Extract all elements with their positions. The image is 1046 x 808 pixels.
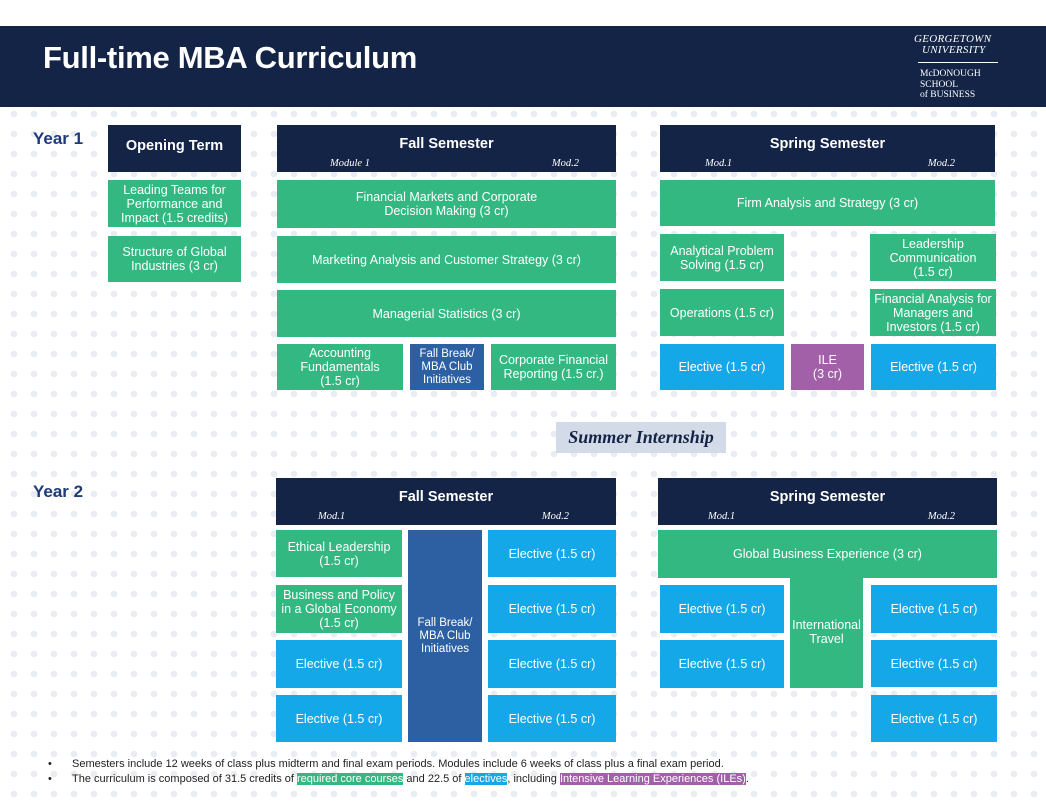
footnotes: Semesters include 12 weeks of class plus…: [48, 757, 749, 787]
footnote-2-mid2: , including: [507, 773, 560, 785]
y2-fall-m2-elective-2: Elective (1.5 cr): [488, 585, 616, 633]
legend-ile: Intensive Learning Experiences (ILEs): [559, 773, 746, 785]
y1-fall-title: Fall Semester: [399, 136, 494, 152]
course-analytical-problem: Analytical Problem Solving (1.5 cr): [660, 234, 784, 281]
course-financial-analysis: Financial Analysis for Managers and Inve…: [870, 289, 996, 336]
y2-fall-m1-elective-b: Elective (1.5 cr): [276, 695, 402, 742]
logo-school3: of BUSINESS: [920, 90, 976, 100]
y1-fall-mod2: Mod.2: [551, 158, 579, 169]
year1-label: Year 1: [33, 129, 84, 148]
y1-spring-elective-left: Elective (1.5 cr): [660, 344, 784, 390]
y2-fall-mod2: Mod.2: [541, 511, 569, 522]
top-strip: [0, 0, 1046, 26]
course-marketing: Marketing Analysis and Customer Strategy…: [277, 236, 616, 283]
y1-fall-header: Fall Semester Module 1 Mod.2: [277, 125, 616, 172]
logo-line1: GEORGETOWN: [914, 33, 992, 45]
y2-spring-mod1: Mod.1: [708, 511, 736, 522]
course-accounting: Accounting Fundamentals (1.5 cr): [277, 344, 403, 390]
course-leading-teams: Leading Teams for Performance and Impact…: [108, 180, 241, 227]
course-ile: ILE (3 cr): [791, 344, 864, 390]
course-structure-global: Structure of Global Industries (3 cr): [108, 236, 241, 282]
international-travel: International Travel: [790, 576, 863, 688]
y2-fall-m2-elective-1: Elective (1.5 cr): [488, 530, 616, 577]
opening-term-title: Opening Term: [125, 138, 224, 154]
legend-core-courses: required core courses: [296, 773, 404, 785]
course-leadership-communication: Leadership Communication (1.5 cr): [870, 234, 996, 281]
page-title: Full-time MBA Curriculum: [43, 40, 417, 75]
footnote-2-end: .: [745, 773, 749, 785]
course-corporate-financial: Corporate Financial Reporting (1.5 cr.): [491, 344, 616, 390]
logo-school2: SCHOOL: [920, 79, 959, 90]
y2-spring-mod2: Mod.2: [927, 511, 955, 522]
year2-label: Year 2: [33, 482, 84, 501]
y2-spring-m2-elective-2: Elective (1.5 cr): [871, 640, 997, 687]
y1-fall-break: Fall Break/ MBA Club Initiatives: [410, 344, 484, 390]
y2-fall-m1-elective-a: Elective (1.5 cr): [276, 640, 402, 688]
y1-spring-elective-right: Elective (1.5 cr): [871, 344, 996, 390]
course-global-business-experience: Global Business Experience (3 cr): [658, 530, 997, 578]
y1-fall-mod1: Module 1: [330, 158, 370, 169]
y2-fall-header: Fall Semester Mod.1 Mod.2: [276, 478, 616, 525]
course-business-policy: Business and Policy in a Global Economy …: [276, 585, 402, 633]
y2-spring-m1-elective-1: Elective (1.5 cr): [660, 585, 784, 633]
y2-fall-m2-elective-3: Elective (1.5 cr): [488, 640, 616, 688]
y2-spring-m1-elective-2: Elective (1.5 cr): [660, 640, 784, 688]
y2-spring-header: Spring Semester Mod.1 Mod.2: [658, 478, 997, 525]
y2-fall-break: Fall Break/ MBA Club Initiatives: [408, 530, 482, 742]
y1-spring-mod1: Mod.1: [705, 158, 733, 169]
university-logo: GEORGETOWN UNIVERSITY McDONOUGH SCHOOL o…: [914, 34, 998, 101]
footnote-1: Semesters include 12 weeks of class plus…: [48, 757, 749, 772]
header-bar: [0, 26, 1046, 107]
y2-fall-title: Fall Semester: [398, 489, 494, 505]
footnote-2-pre: The curriculum is composed of 31.5 credi…: [72, 773, 297, 785]
logo-divider: [918, 62, 998, 63]
course-managerial-statistics: Managerial Statistics (3 cr): [277, 290, 616, 337]
y2-fall-m2-elective-4: Elective (1.5 cr): [488, 695, 616, 742]
legend-electives: electives: [464, 773, 508, 785]
course-financial-markets: Financial Markets and Corporate Decision…: [277, 180, 616, 228]
y1-spring-title: Spring Semester: [769, 136, 886, 152]
y2-fall-mod1: Mod.1: [318, 511, 346, 522]
footnote-2: The curriculum is composed of 31.5 credi…: [48, 772, 749, 787]
footnote-2-mid: and 22.5 of: [403, 773, 465, 785]
summer-internship-banner: Summer Internship: [556, 422, 726, 453]
course-firm-analysis: Firm Analysis and Strategy (3 cr): [660, 180, 995, 226]
logo-school1: McDONOUGH: [920, 69, 981, 79]
y2-spring-m2-elective-1: Elective (1.5 cr): [871, 585, 997, 633]
y1-spring-mod2: Mod.2: [927, 158, 955, 169]
y2-spring-title: Spring Semester: [769, 489, 886, 505]
course-ethical-leadership: Ethical Leadership (1.5 cr): [276, 530, 402, 577]
y2-spring-m2-elective-3: Elective (1.5 cr): [871, 695, 997, 742]
opening-term-header: Opening Term: [108, 125, 241, 172]
course-operations: Operations (1.5 cr): [660, 289, 784, 336]
logo-line2: UNIVERSITY: [922, 44, 986, 56]
y1-spring-header: Spring Semester Mod.1 Mod.2: [660, 125, 995, 172]
